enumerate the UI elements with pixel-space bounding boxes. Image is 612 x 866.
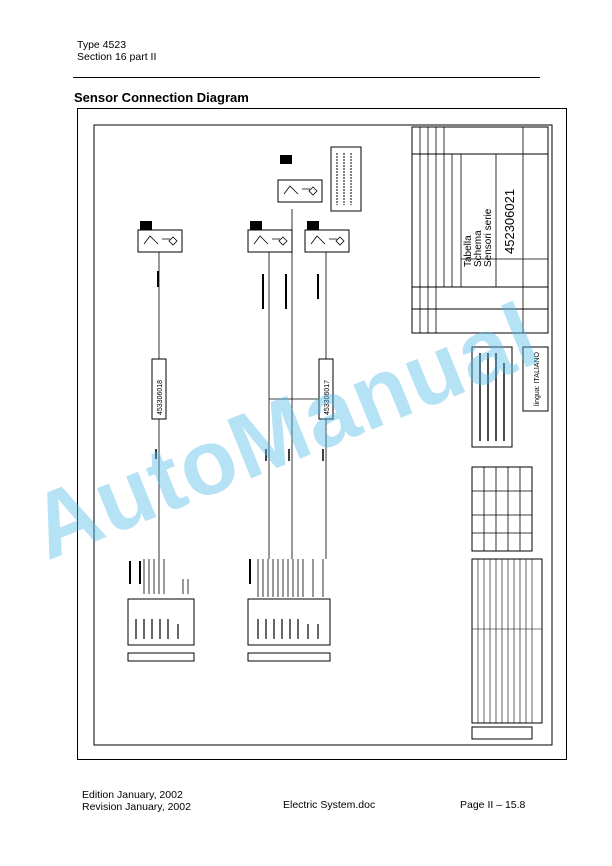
wires <box>158 209 327 559</box>
page-title: Sensor Connection Diagram <box>74 90 249 105</box>
language-box: lingua: ITALIANO <box>522 346 549 412</box>
parts-list <box>471 558 543 740</box>
header-doc-type: Type 4523 <box>77 39 127 51</box>
terminal-block-right <box>247 559 331 662</box>
cable-box-left: 453306018 <box>151 358 167 420</box>
cable-code-1: 453306018 <box>157 380 164 415</box>
svg-text:Schema: Schema <box>473 230 484 267</box>
wire-marks <box>155 449 324 461</box>
svg-text:Sensori serie: Sensori serie <box>483 208 494 267</box>
footer-file: Electric System.doc <box>283 799 376 811</box>
sensor-labels <box>157 271 319 309</box>
footer-edition: Edition January, 2002 <box>82 789 183 801</box>
sensor-box-mid-1 <box>247 221 293 253</box>
footer-page: Page II – 15.8 <box>460 799 526 811</box>
language-label: lingua: ITALIANO <box>534 351 541 406</box>
header-rule <box>73 77 540 78</box>
note-box <box>330 146 362 212</box>
sensor-box-left <box>137 221 183 253</box>
notes-block <box>471 346 513 448</box>
cable-code-2: 453306017 <box>324 380 331 415</box>
drawing-number: 452306021 <box>502 189 517 254</box>
config-table <box>471 466 533 552</box>
cable-box-right: 453306017 <box>318 358 334 420</box>
diagram-frame: 453306018 453306017 <box>77 108 567 760</box>
terminal-block-left <box>127 559 195 662</box>
title-block: Schema Tabella Sensori serie 452306021 <box>411 126 549 334</box>
sensor-box-top <box>277 155 323 203</box>
sensor-box-mid-2 <box>304 221 350 253</box>
header-section: Section 16 part II <box>77 51 157 63</box>
svg-text:Tabella: Tabella <box>463 235 474 267</box>
footer-revision: Revision January, 2002 <box>82 801 191 813</box>
sensor-connection-diagram: 453306018 453306017 <box>93 124 553 746</box>
